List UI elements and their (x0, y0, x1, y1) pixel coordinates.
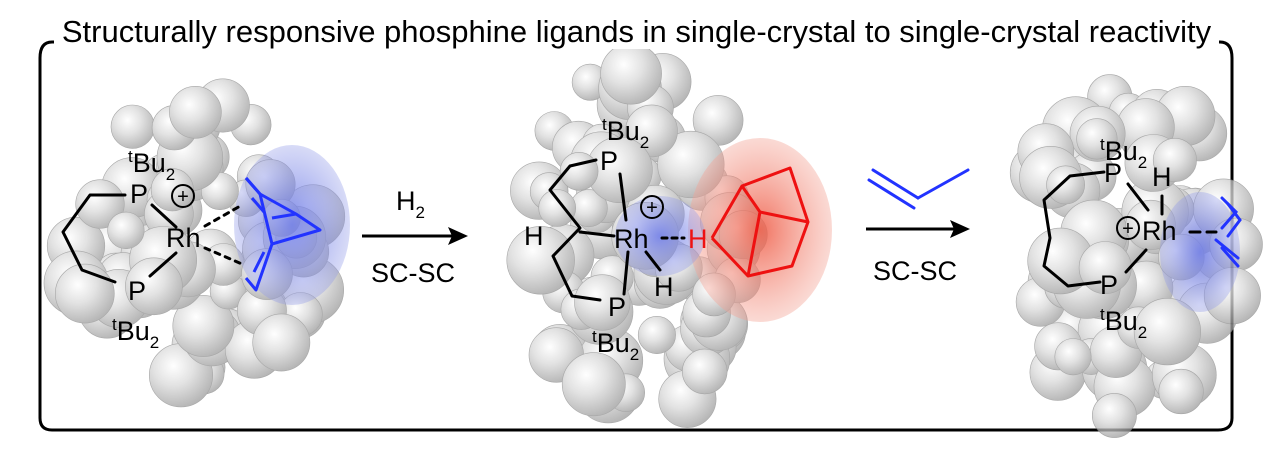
allyl-b (1226, 202, 1242, 238)
complex-2 (548, 158, 686, 302)
atom-sphere (110, 104, 155, 149)
bond-p-rh-upper-3 (1126, 182, 1150, 212)
tbu-upper-label-2: tBu2 (602, 115, 649, 152)
atom-sphere (538, 189, 577, 227)
h-backbone-label-2: H (524, 221, 544, 251)
norbornane-red-glow (688, 138, 832, 322)
backbone-3 (1042, 170, 1106, 288)
bond-c-rh-2 (578, 230, 616, 238)
bond-rh-h-2 (644, 250, 662, 272)
atom-sphere (637, 315, 676, 354)
rh-label-1: Rh (166, 223, 201, 253)
propene-double-b (867, 178, 916, 210)
norbornadiene-blue-glow (234, 145, 350, 305)
atom-sphere (1158, 368, 1204, 415)
atom-sphere (172, 295, 235, 357)
p-lower-label-1: P (128, 276, 146, 306)
tbu-lower-label-1: tBu2 (112, 315, 159, 352)
atom-sphere (125, 257, 183, 316)
atom-sphere (1092, 393, 1137, 438)
h-agostic-label-2: H (688, 224, 708, 254)
atom-sphere (150, 168, 194, 212)
scheme-title: Structurally responsive phosphine ligand… (0, 14, 1273, 50)
complex-1 (61, 193, 244, 284)
reaction-arrowhead-1 (448, 227, 468, 245)
atom-sphere (600, 42, 662, 105)
tbu-upper-label-1: tBu2 (128, 147, 175, 184)
norbornane-2 (710, 166, 810, 278)
charge-plus-1: + (177, 186, 189, 208)
complex-3 (1042, 170, 1218, 288)
space-filling-model-2 (506, 42, 768, 428)
rh-label-3: Rh (1142, 216, 1177, 246)
allyl-d (1220, 246, 1240, 268)
nbd-alkene-upper (244, 177, 262, 195)
tbu-lower-label-2: tBu2 (592, 327, 639, 364)
atom-sphere (75, 179, 125, 229)
h-hydride-label-2: H (654, 272, 674, 302)
atom-sphere (1076, 118, 1118, 160)
bond-p-rh-upper-2 (618, 172, 628, 222)
atom-sphere (107, 211, 145, 249)
tbu-upper-label-3: tBu2 (1100, 135, 1147, 172)
p-upper-label-3: P (1104, 158, 1122, 188)
condition-sc-sc-2: SC-SC (873, 256, 957, 286)
atom-sphere (506, 226, 575, 295)
backbone-2 (548, 158, 602, 302)
bond-p-rh-lower-1 (148, 251, 178, 278)
allyl-3 (1214, 196, 1242, 268)
rh-label-2: Rh (614, 224, 649, 254)
reaction-arrowhead-2 (950, 220, 970, 238)
bond-p-rh-lower-3 (1124, 248, 1148, 274)
propene-blue-glow (1160, 192, 1240, 312)
dash-rh-alkene-1a (203, 203, 244, 228)
backbone-1 (61, 193, 127, 284)
atom-sphere (1152, 138, 1197, 183)
propene-double-a (871, 168, 920, 200)
h-hydride-label-3: H (1152, 162, 1172, 192)
atom-sphere (1046, 165, 1086, 205)
nbd-double-lower (252, 251, 266, 273)
propene-single (916, 168, 970, 200)
bond-p-rh-upper-1 (150, 203, 178, 229)
reagent-h2: H2 (396, 186, 425, 222)
condition-sc-sc-1: SC-SC (371, 258, 455, 288)
dash-rh-alkene-1b (203, 246, 244, 266)
allyl-a (1220, 196, 1239, 230)
nbn-bridge-2 (746, 211, 762, 277)
atom-sphere (561, 352, 626, 417)
charge-plus-2: + (646, 197, 658, 219)
charge-circle-1 (171, 184, 195, 208)
atom-sphere (1054, 338, 1092, 376)
frame-top-left-corner (38, 40, 56, 59)
nbd-bridge (259, 192, 322, 246)
tbu-lower-label-3: tBu2 (1100, 305, 1147, 342)
charge-plus-3: + (1122, 218, 1134, 240)
atom-sphere (169, 86, 222, 139)
charge-circle-3 (1116, 216, 1140, 240)
p-upper-label-1: P (130, 179, 148, 209)
p-upper-label-2: P (600, 146, 618, 176)
atom-sphere (1133, 298, 1201, 366)
propene-reagent (867, 168, 970, 210)
p-lower-label-2: P (608, 292, 626, 322)
atom-sphere (681, 348, 728, 395)
norbornadiene-1 (244, 177, 322, 292)
charge-circle-2 (640, 195, 664, 219)
atom-sphere (574, 274, 631, 331)
frame-top-right-corner (1216, 40, 1234, 59)
nbd-apex (271, 212, 297, 220)
atom-sphere (252, 313, 311, 372)
atom-sphere (55, 263, 115, 324)
nbd-double-upper (250, 197, 266, 213)
rh-blue-glow-2 (615, 196, 705, 276)
scheme-frame (38, 58, 1234, 432)
p-lower-label-3: P (1100, 270, 1118, 300)
allyl-c (1214, 238, 1240, 260)
bond-p-rh-lower-2 (622, 250, 630, 296)
